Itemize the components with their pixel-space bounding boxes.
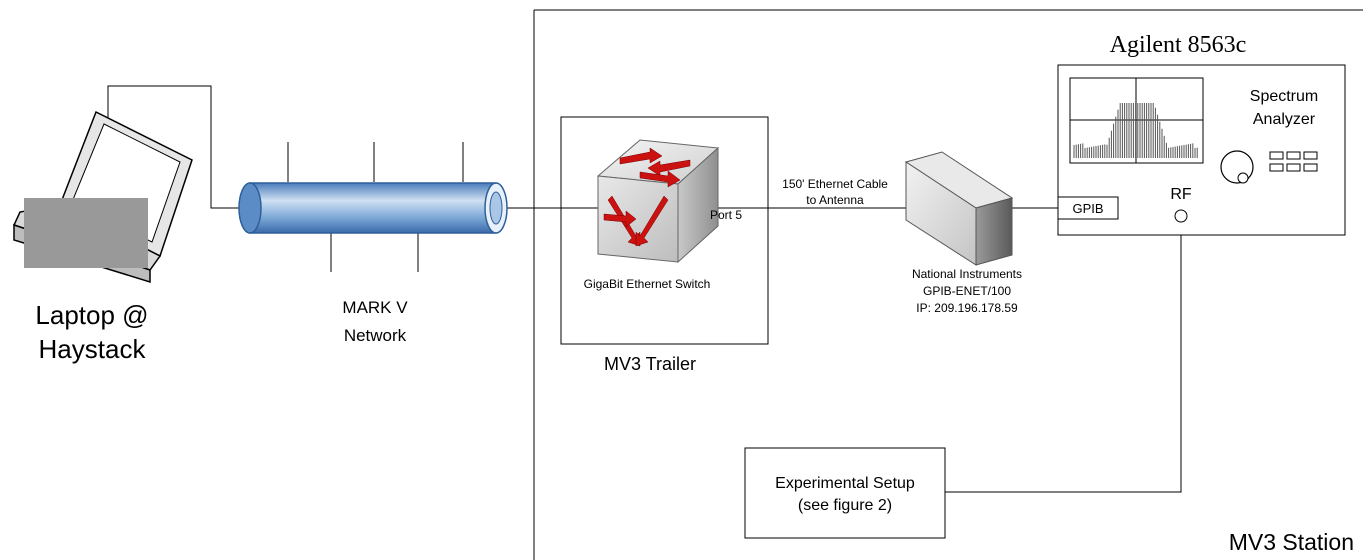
switch-label: GigaBit Ethernet Switch (584, 277, 711, 291)
station-region (533, 9, 1363, 560)
analyzer-label-line1: Spectrum (1250, 88, 1318, 105)
rf-port-label: RF (1170, 186, 1192, 203)
cable-label-line1: 150' Ethernet Cable (782, 177, 888, 191)
analyzer-title: Agilent 8563c (1110, 32, 1247, 58)
experiment-label-line2: (see figure 2) (798, 497, 892, 514)
redacted-screen (24, 198, 148, 268)
network-pipe-icon (238, 182, 508, 234)
trailer-box (560, 116, 769, 345)
spectrum-analyzer-panel (1057, 64, 1346, 236)
laptop-icon (12, 110, 193, 284)
experimental-setup-box (744, 447, 946, 539)
network-label-line2: Network (344, 326, 407, 345)
spectrum-trace (1073, 103, 1198, 158)
switch-port-label: Port 5 (710, 208, 742, 222)
network-label-line1: MARK V (342, 298, 408, 317)
trailer-label: MV3 Trailer (604, 354, 696, 374)
rf-port-icon (1174, 209, 1188, 223)
gpib-device-label-line1: National Instruments (912, 267, 1022, 281)
experiment-label-line1: Experimental Setup (775, 475, 915, 492)
gpib-device-label-line3: IP: 209.196.178.59 (916, 301, 1018, 315)
laptop-label-line1: Laptop @ (35, 300, 148, 330)
cable-label-line2: to Antenna (806, 193, 864, 207)
gpib-device-label-line2: GPIB-ENET/100 (923, 284, 1011, 298)
laptop-label-line2: Haystack (39, 334, 147, 364)
station-label: MV3 Station (1229, 529, 1354, 555)
gpib-port-label: GPIB (1072, 201, 1103, 216)
gpib-port (1057, 196, 1119, 220)
analyzer-label-line2: Analyzer (1253, 111, 1316, 128)
keypad-icon (1269, 151, 1318, 172)
ethernet-switch-icon (596, 139, 720, 264)
gpib-enet-device-icon (904, 151, 1014, 266)
